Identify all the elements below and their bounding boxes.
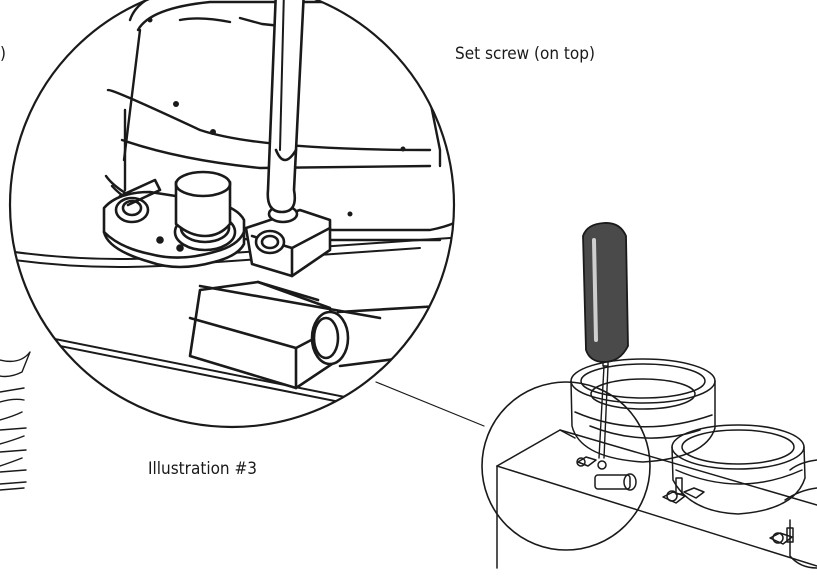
detail-circle-large xyxy=(8,0,456,429)
illustration-caption: Illustration #3 xyxy=(148,459,258,479)
leader-line xyxy=(375,381,485,427)
screwdriver xyxy=(582,222,629,459)
furnace-unit xyxy=(496,358,817,569)
magnified-detail xyxy=(10,0,454,427)
detail-circle-small xyxy=(481,381,651,551)
set-screw-label: Set screw (on top) xyxy=(455,44,595,64)
left-label-fragment: ) xyxy=(0,44,6,64)
left-partial-unit xyxy=(0,351,31,491)
